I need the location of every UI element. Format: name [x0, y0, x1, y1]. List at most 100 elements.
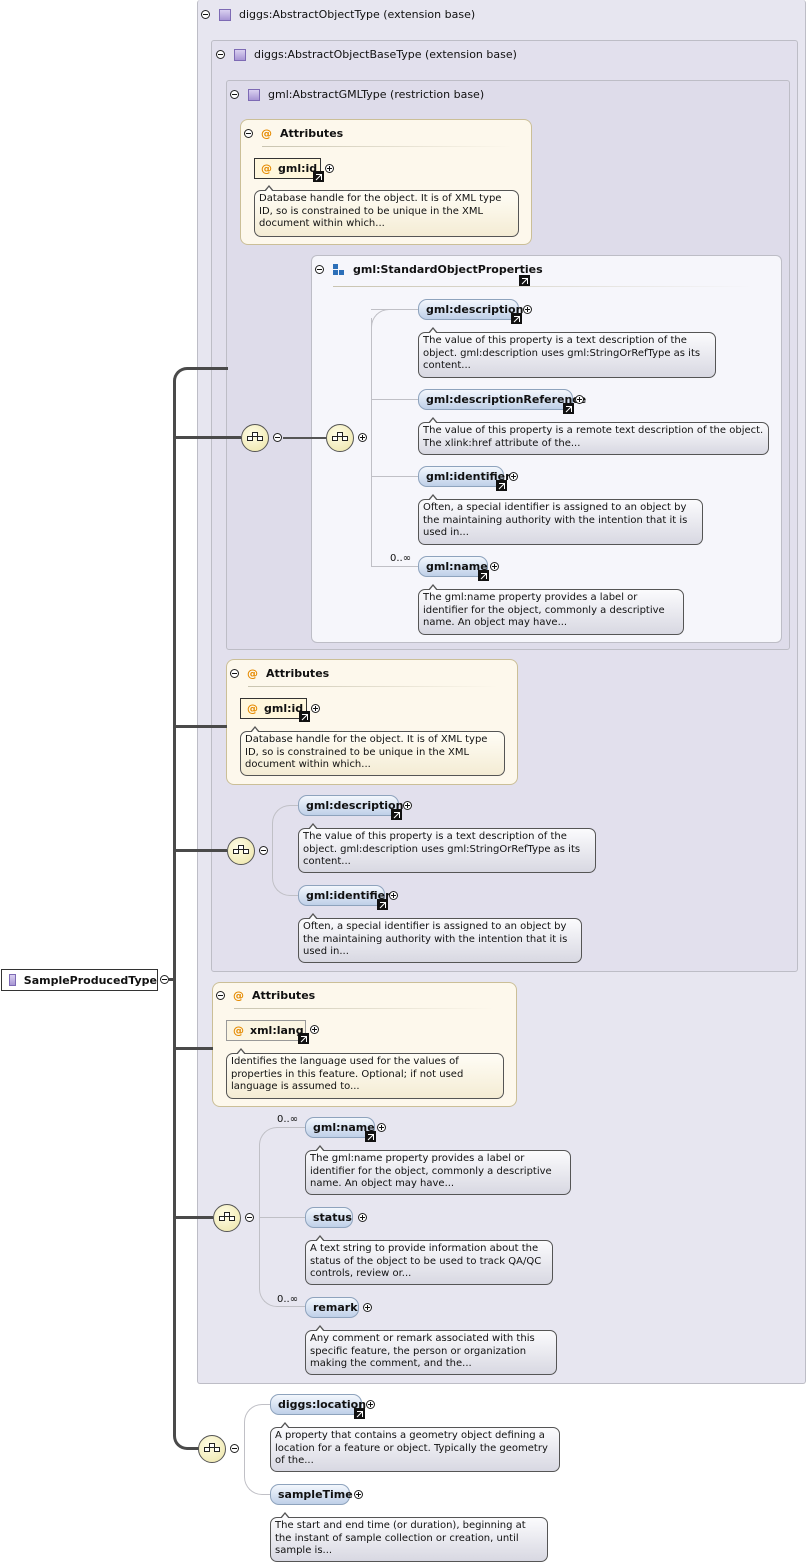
- element-description: The gml:name property provides a label o…: [305, 1145, 571, 1195]
- element-status[interactable]: status: [305, 1207, 353, 1228]
- element-remark[interactable]: remark: [305, 1297, 359, 1318]
- element-description: A text string to provide information abo…: [305, 1235, 553, 1285]
- collapse-icon[interactable]: [230, 90, 239, 99]
- attributes-header-outer: @ Attributes: [216, 989, 315, 1002]
- expand-icon[interactable]: [389, 891, 398, 900]
- element-gml-description[interactable]: gml:description: [298, 795, 403, 816]
- connector: [173, 1428, 199, 1450]
- element-label: gml:identifier: [426, 470, 511, 483]
- collapse-icon[interactable]: [273, 433, 282, 442]
- element-label: gml:descriptionReference: [426, 393, 587, 406]
- attribute-description: Identifies the language used for the val…: [226, 1048, 504, 1099]
- expand-icon[interactable]: [358, 1213, 367, 1222]
- expand-icon[interactable]: [509, 472, 518, 481]
- expand-icon[interactable]: [523, 305, 532, 314]
- attribute-icon: @: [233, 1024, 244, 1037]
- external-link-icon[interactable]: [478, 570, 489, 581]
- group-header: gml:StandardObjectProperties: [315, 263, 543, 276]
- connector: [371, 476, 418, 477]
- collapse-icon[interactable]: [216, 991, 225, 1000]
- connector: [244, 1404, 270, 1424]
- attributes-header-mid: @ Attributes: [230, 667, 329, 680]
- sequence-compositor[interactable]: [213, 1204, 241, 1232]
- external-link-icon[interactable]: [563, 403, 574, 414]
- connector: [173, 436, 241, 439]
- root-label: SampleProducedType: [23, 973, 157, 987]
- sequence-icon: [204, 1443, 220, 1455]
- element-description: The value of this property is a text des…: [298, 823, 596, 873]
- collapse-icon[interactable]: [216, 50, 225, 59]
- connector: [259, 1146, 260, 1287]
- attribute-description: Database handle for the object. It is of…: [240, 726, 505, 776]
- external-link-icon[interactable]: [511, 313, 522, 324]
- expand-icon[interactable]: [363, 1303, 372, 1312]
- element-gml-identifier[interactable]: gml:identifier: [418, 466, 511, 487]
- external-link-icon[interactable]: [391, 809, 402, 820]
- external-link-icon[interactable]: [496, 480, 507, 491]
- connector: [173, 849, 227, 852]
- group-icon: [333, 264, 345, 275]
- expand-icon[interactable]: [311, 704, 320, 713]
- sequence-compositor[interactable]: [241, 424, 269, 452]
- external-link-icon[interactable]: [365, 1131, 376, 1142]
- element-label: diggs:location: [278, 1398, 367, 1411]
- attribute-label: xml:lang: [250, 1024, 304, 1037]
- attribute-icon: @: [247, 667, 258, 680]
- element-label: remark: [313, 1301, 358, 1314]
- element-label: gml:name: [426, 560, 488, 573]
- cardinality-label: 0..∞: [390, 553, 412, 564]
- attribute-gml-id[interactable]: @ gml:id: [254, 158, 321, 179]
- element-gml-name[interactable]: gml:name: [418, 556, 488, 577]
- collapse-icon[interactable]: [160, 975, 169, 984]
- external-link-icon[interactable]: [299, 711, 310, 722]
- sequence-compositor[interactable]: [198, 1435, 226, 1463]
- attribute-xml-lang[interactable]: @ xml:lang: [226, 1020, 306, 1041]
- collapse-icon[interactable]: [259, 846, 268, 855]
- element-description: The value of this property is a text des…: [418, 327, 716, 378]
- panel-abstract-gml-header: gml:AbstractGMLType (restriction base): [230, 88, 484, 101]
- expand-icon[interactable]: [575, 395, 584, 404]
- element-description: A property that contains a geometry obje…: [270, 1422, 560, 1472]
- element-label: gml:description: [306, 799, 404, 812]
- connector: [371, 566, 418, 567]
- external-link-icon[interactable]: [298, 1033, 309, 1044]
- expand-icon[interactable]: [490, 562, 499, 571]
- collapse-icon[interactable]: [201, 10, 210, 19]
- collapse-icon[interactable]: [230, 669, 239, 678]
- sequence-compositor[interactable]: [227, 837, 255, 865]
- element-gml-name[interactable]: gml:name: [305, 1117, 375, 1138]
- connector: [173, 1216, 213, 1219]
- element-description: The start and end time (or duration), be…: [270, 1512, 548, 1562]
- element-diggs-location[interactable]: diggs:location: [270, 1394, 366, 1415]
- root-complex-type[interactable]: SampleProducedType: [1, 969, 158, 991]
- attribute-gml-id[interactable]: @ gml:id: [240, 698, 307, 719]
- attribute-icon: @: [247, 702, 258, 715]
- collapse-icon[interactable]: [230, 1444, 239, 1453]
- divider: [248, 686, 498, 687]
- element-description: Any comment or remark associated with th…: [305, 1325, 557, 1375]
- element-gml-descriptionReference[interactable]: gml:descriptionReference: [418, 389, 586, 410]
- sequence-icon: [247, 432, 263, 444]
- element-sampleTime[interactable]: sampleTime: [270, 1484, 353, 1505]
- connector: [259, 1127, 305, 1147]
- collapse-icon[interactable]: [245, 1213, 254, 1222]
- collapse-icon[interactable]: [315, 265, 324, 274]
- sequence-compositor[interactable]: [326, 424, 354, 452]
- element-gml-description[interactable]: gml:description: [418, 299, 523, 320]
- element-gml-identifier[interactable]: gml:identifier: [298, 885, 391, 906]
- element-label: sampleTime: [278, 1488, 353, 1501]
- expand-icon[interactable]: [325, 164, 334, 173]
- external-link-icon[interactable]: [377, 899, 388, 910]
- expand-icon[interactable]: [377, 1123, 386, 1132]
- expand-icon[interactable]: [403, 801, 412, 810]
- expand-icon[interactable]: [310, 1025, 319, 1034]
- collapse-icon[interactable]: [244, 129, 253, 138]
- collapse-icon[interactable]: [358, 433, 367, 442]
- attribute-icon: @: [233, 989, 244, 1002]
- expand-icon[interactable]: [366, 1400, 375, 1409]
- expand-icon[interactable]: [354, 1490, 363, 1499]
- external-link-icon[interactable]: [519, 275, 530, 286]
- external-link-icon[interactable]: [313, 171, 324, 182]
- external-link-icon[interactable]: [354, 1408, 365, 1419]
- connector: [371, 399, 418, 400]
